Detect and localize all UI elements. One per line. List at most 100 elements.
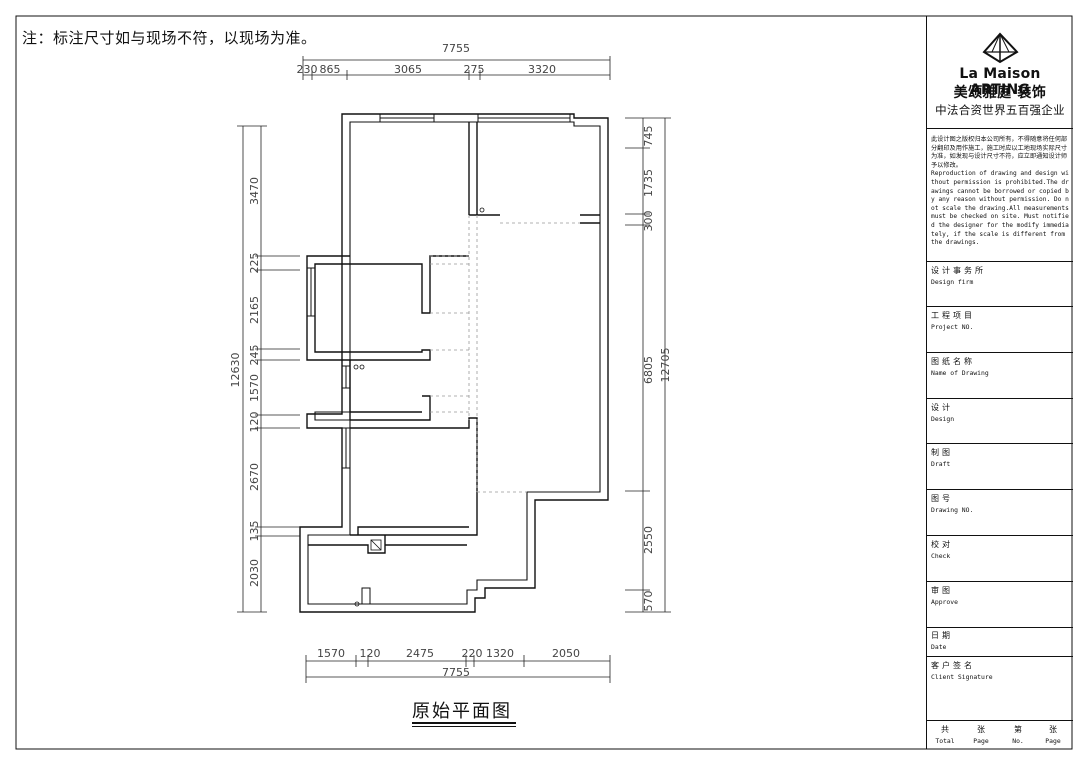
field-draft: 制图 Draft xyxy=(931,447,1069,468)
drawing-title: 原始平面图 xyxy=(412,701,512,722)
dim-right-total: 12705 xyxy=(659,348,672,383)
logo-area: La Maison ARTING 美颂雅庭·装饰 中法合资世界五百强企业 xyxy=(927,16,1073,128)
dashed-openings xyxy=(430,215,580,493)
dim-right-seg: 745 xyxy=(642,126,655,147)
field-check: 校对 Check xyxy=(931,539,1069,560)
disclaimer-cn: 此设计图之版权归本公司所有，不得随意将任何部分翻印及用作施工，施工时应以工地现场… xyxy=(931,136,1068,169)
dim-top-total: 7755 xyxy=(442,42,470,55)
field-design: 设计 Design xyxy=(931,402,1069,423)
field-label-en: Project NO. xyxy=(931,323,974,331)
footer-label-en: Total xyxy=(935,737,955,745)
footer-no: 第 No. xyxy=(1000,724,1036,745)
divider xyxy=(927,581,1073,582)
field-project: 工程项目 Project NO. xyxy=(931,310,1069,331)
dim-left-seg: 2670 xyxy=(248,463,261,491)
field-label: 客户签名 xyxy=(931,661,975,670)
dim-left-seg: 1570 xyxy=(248,374,261,402)
field-label-en: Client Signature xyxy=(931,673,993,681)
field-label: 制图 xyxy=(931,448,953,457)
field-drawing-name: 图纸名称 Name of Drawing xyxy=(931,356,1069,377)
footer-label: 共 xyxy=(941,725,949,734)
footer-total: 共 Total xyxy=(927,724,963,745)
dimension-lines xyxy=(237,56,671,683)
field-label-en: Name of Drawing xyxy=(931,369,989,377)
dim-left-seg: 245 xyxy=(248,345,261,366)
field-label: 图纸名称 xyxy=(931,357,975,366)
dim-right-seg: 570 xyxy=(642,591,655,612)
dim-bottom-seg: 2050 xyxy=(552,647,580,660)
footer-label-en: Page xyxy=(1045,737,1061,745)
dim-left-seg: 225 xyxy=(248,253,261,274)
dim-left-seg: 2165 xyxy=(248,296,261,324)
title-underline xyxy=(412,726,516,727)
dim-bottom-seg: 220 xyxy=(462,647,483,660)
sheet-border xyxy=(15,15,1073,750)
dim-left-seg: 2030 xyxy=(248,559,261,587)
dim-top-seg: 3065 xyxy=(394,63,422,76)
field-label: 图号 xyxy=(931,494,953,503)
dim-right-seg: 300 xyxy=(642,211,655,232)
field-label-en: Check xyxy=(931,552,951,560)
field-label: 设计 xyxy=(931,403,953,412)
dim-right-seg: 2550 xyxy=(642,526,655,554)
dim-bottom-seg: 120 xyxy=(360,647,381,660)
divider xyxy=(927,261,1073,262)
footer-label-en: Page xyxy=(973,737,989,745)
dim-left-seg: 3470 xyxy=(248,177,261,205)
footer-page: 张 Page xyxy=(963,724,999,745)
divider xyxy=(927,656,1073,657)
brand-logo-icon xyxy=(982,32,1019,64)
dim-bottom-seg: 1320 xyxy=(486,647,514,660)
field-label-en: Draft xyxy=(931,460,951,468)
divider xyxy=(927,627,1073,628)
brand-name-cn: 美颂雅庭·装饰 xyxy=(953,85,1047,101)
footer-label: 张 xyxy=(977,725,985,734)
divider xyxy=(927,128,1073,129)
footer-label: 张 xyxy=(1049,725,1057,734)
divider xyxy=(927,352,1073,353)
fixtures xyxy=(353,207,485,607)
dim-top-seg: 230 xyxy=(297,63,318,76)
dim-right-seg: 6805 xyxy=(642,356,655,384)
dim-left-seg: 120 xyxy=(248,412,261,433)
dim-left-total: 12630 xyxy=(229,353,242,388)
field-label-en: Design xyxy=(931,415,955,423)
field-approve: 审图 Approve xyxy=(931,585,1069,606)
page-count-footer: 共 Total 张 Page 第 No. 张 Page xyxy=(927,724,1073,749)
brand-tagline: 中法合资世界五百强企业 xyxy=(935,103,1065,117)
field-drawing-no: 图号 Drawing NO. xyxy=(931,493,1069,514)
dim-left-seg: 135 xyxy=(248,521,261,542)
windows xyxy=(306,113,571,605)
title-underline xyxy=(412,722,516,724)
footer-page-2: 张 Page xyxy=(1035,724,1071,745)
divider xyxy=(927,535,1073,536)
dim-top-seg: 865 xyxy=(320,63,341,76)
footer-label-en: No. xyxy=(1012,737,1024,745)
field-label: 设计事务所 xyxy=(931,266,986,275)
divider xyxy=(927,306,1073,307)
divider xyxy=(927,720,1073,721)
footer-label: 第 xyxy=(1014,725,1022,734)
copyright-disclaimer: 此设计图之版权归本公司所有，不得随意将任何部分翻印及用作施工，施工时应以工地现场… xyxy=(931,136,1069,248)
drawing-note: 注：标注尺寸如与现场不符，以现场为准。 xyxy=(22,29,317,47)
title-block: La Maison ARTING 美颂雅庭·装饰 中法合资世界五百强企业 此设计… xyxy=(926,16,1073,749)
dim-bottom-seg: 1570 xyxy=(317,647,345,660)
dim-top-seg: 275 xyxy=(464,63,485,76)
dimension-texts: 7755 230 865 3065 275 3320 1570 120 2475… xyxy=(229,42,672,679)
divider xyxy=(927,443,1073,444)
field-label: 校对 xyxy=(931,540,953,549)
dim-right-seg: 1735 xyxy=(642,169,655,197)
field-client-signature: 客户签名 Client Signature xyxy=(931,660,1069,681)
brand-name: La Maison ARTING xyxy=(959,66,1041,98)
field-label-en: Drawing NO. xyxy=(931,506,974,514)
divider xyxy=(927,489,1073,490)
field-label: 工程项目 xyxy=(931,311,975,320)
dim-bottom-total: 7755 xyxy=(442,666,470,679)
disclaimer-en: Reproduction of drawing and design witho… xyxy=(931,170,1069,247)
dim-bottom-seg: 2475 xyxy=(406,647,434,660)
field-label-en: Design firm xyxy=(931,278,974,286)
field-date: 日期 Date xyxy=(931,630,1069,651)
field-design-firm: 设计事务所 Design firm xyxy=(931,265,1069,286)
walls xyxy=(299,113,609,613)
